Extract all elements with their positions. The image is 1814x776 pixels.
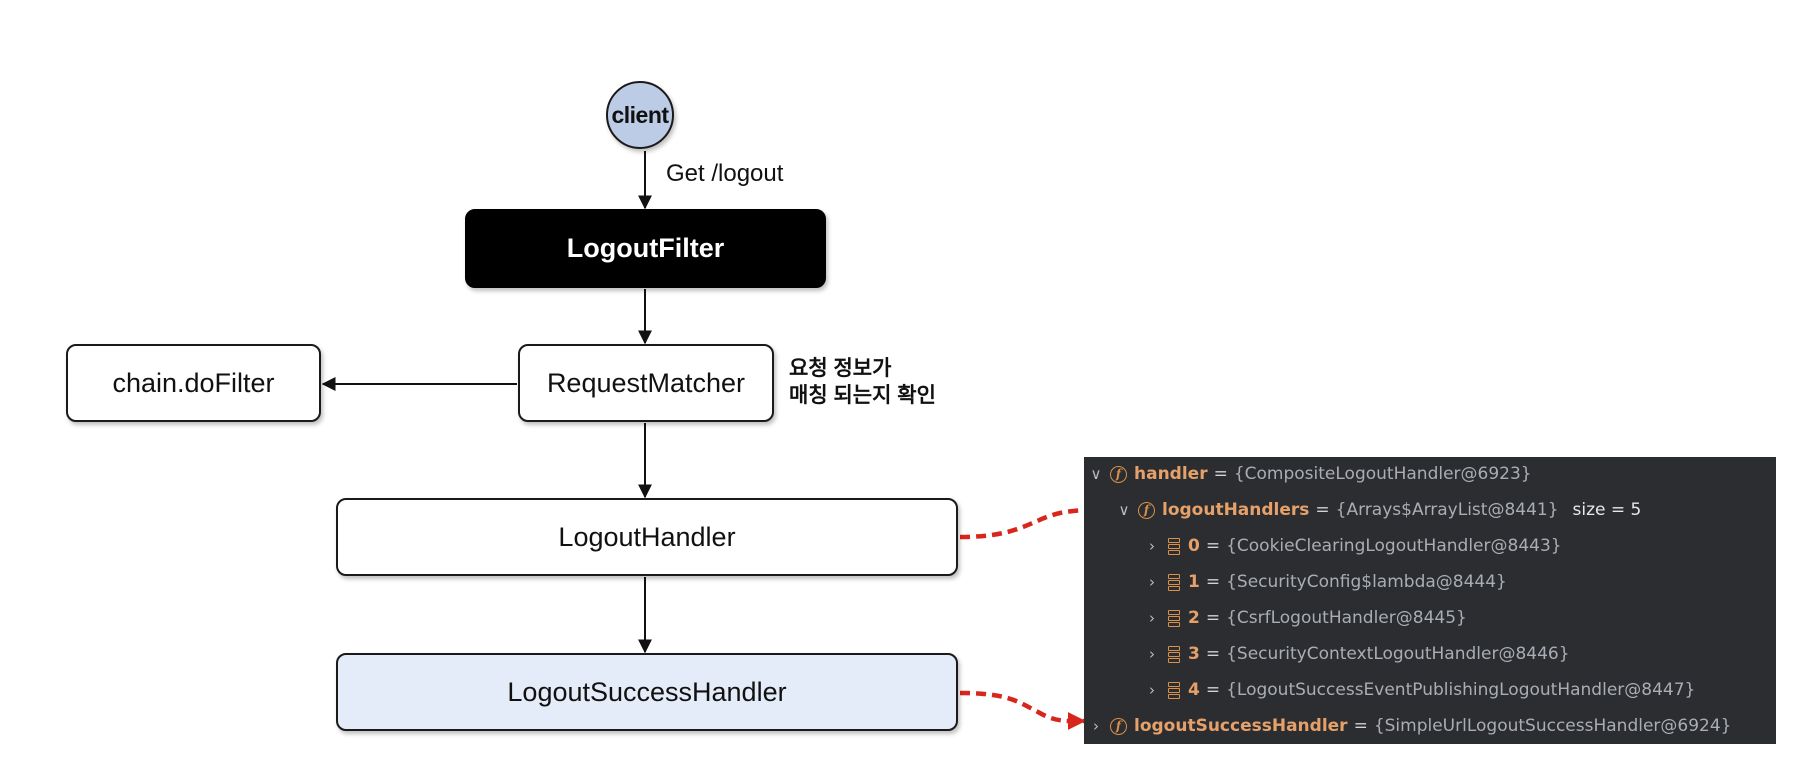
- field-icon: f: [1110, 465, 1127, 483]
- tree-row-logout-handlers[interactable]: ∨ f logoutHandlers = {Arrays$ArrayList@8…: [1114, 496, 1642, 524]
- element-index: 4: [1188, 680, 1200, 700]
- equals-sign: =: [1205, 680, 1221, 700]
- equals-sign: =: [1205, 608, 1221, 628]
- equals-sign: =: [1205, 536, 1221, 556]
- field-name: logoutHandlers: [1162, 500, 1310, 520]
- element-index: 1: [1188, 572, 1200, 592]
- array-element-icon: [1168, 537, 1180, 555]
- request-label: Get /logout: [666, 160, 784, 187]
- equals-sign: =: [1315, 500, 1330, 520]
- tree-row-item-1[interactable]: › 1 = {SecurityConfig$lambda@8444}: [1142, 568, 1507, 596]
- field-icon: f: [1138, 501, 1155, 519]
- chevron-right-icon[interactable]: ›: [1149, 537, 1155, 555]
- tree-row-item-2[interactable]: › 2 = {CsrfLogoutHandler@8445}: [1142, 604, 1467, 632]
- chevron-right-icon[interactable]: ›: [1149, 645, 1155, 663]
- size-label: size = 5: [1572, 500, 1642, 520]
- tree-row-item-3[interactable]: › 3 = {SecurityContextLogoutHandler@8446…: [1142, 640, 1570, 668]
- logout-filter-node: LogoutFilter: [465, 209, 826, 288]
- array-element-icon: [1168, 681, 1180, 699]
- element-value: {LogoutSuccessEventPublishingLogoutHandl…: [1226, 680, 1696, 700]
- matcher-note: 요청 정보가 매칭 되는지 확인: [789, 355, 936, 409]
- element-index: 3: [1188, 644, 1200, 664]
- field-name: handler: [1134, 464, 1208, 484]
- field-icon: f: [1110, 717, 1127, 735]
- chevron-right-icon[interactable]: ›: [1149, 609, 1155, 627]
- matcher-note-line1: 요청 정보가: [789, 357, 892, 380]
- chevron-down-icon[interactable]: ∨: [1118, 501, 1130, 519]
- array-element-icon: [1168, 573, 1180, 591]
- equals-sign: =: [1205, 572, 1221, 592]
- equals-sign: =: [1213, 464, 1228, 484]
- request-matcher-node: RequestMatcher: [518, 344, 774, 422]
- element-value: {SecurityContextLogoutHandler@8446}: [1226, 644, 1570, 664]
- tree-row-logout-success-handler[interactable]: › f logoutSuccessHandler = {SimpleUrlLog…: [1086, 712, 1732, 740]
- tree-row-item-0[interactable]: › 0 = {CookieClearingLogoutHandler@8443}: [1142, 532, 1562, 560]
- pointer-success-to-debug: [959, 690, 1086, 731]
- field-value: {SimpleUrlLogoutSuccessHandler@6924}: [1373, 716, 1732, 736]
- debugger-variables-panel: ∨ f handler = {CompositeLogoutHandler@69…: [1084, 457, 1776, 744]
- client-node: client: [606, 81, 674, 149]
- field-value: {CompositeLogoutHandler@6923}: [1233, 464, 1532, 484]
- pointer-handler-to-debug: [959, 500, 1114, 540]
- element-index: 2: [1188, 608, 1200, 628]
- array-element-icon: [1168, 645, 1180, 663]
- chain-dofilter-node: chain.doFilter: [66, 344, 321, 422]
- chevron-right-icon[interactable]: ›: [1149, 573, 1155, 591]
- field-value: {Arrays$ArrayList@8441}: [1335, 500, 1559, 520]
- matcher-note-line2: 매칭 되는지 확인: [789, 384, 936, 407]
- tree-row-handler[interactable]: ∨ f handler = {CompositeLogoutHandler@69…: [1086, 460, 1532, 488]
- equals-sign: =: [1205, 644, 1221, 664]
- element-value: {CookieClearingLogoutHandler@8443}: [1226, 536, 1562, 556]
- logout-handler-node: LogoutHandler: [336, 498, 958, 576]
- element-index: 0: [1188, 536, 1200, 556]
- field-name: logoutSuccessHandler: [1134, 716, 1348, 736]
- element-value: {CsrfLogoutHandler@8445}: [1226, 608, 1467, 628]
- logout-success-handler-node: LogoutSuccessHandler: [336, 653, 958, 731]
- equals-sign: =: [1353, 716, 1368, 736]
- chevron-right-icon[interactable]: ›: [1093, 717, 1099, 735]
- tree-row-item-4[interactable]: › 4 = {LogoutSuccessEventPublishingLogou…: [1142, 676, 1695, 704]
- element-value: {SecurityConfig$lambda@8444}: [1226, 572, 1507, 592]
- chevron-right-icon[interactable]: ›: [1149, 681, 1155, 699]
- array-element-icon: [1168, 609, 1180, 627]
- chevron-down-icon[interactable]: ∨: [1090, 465, 1102, 483]
